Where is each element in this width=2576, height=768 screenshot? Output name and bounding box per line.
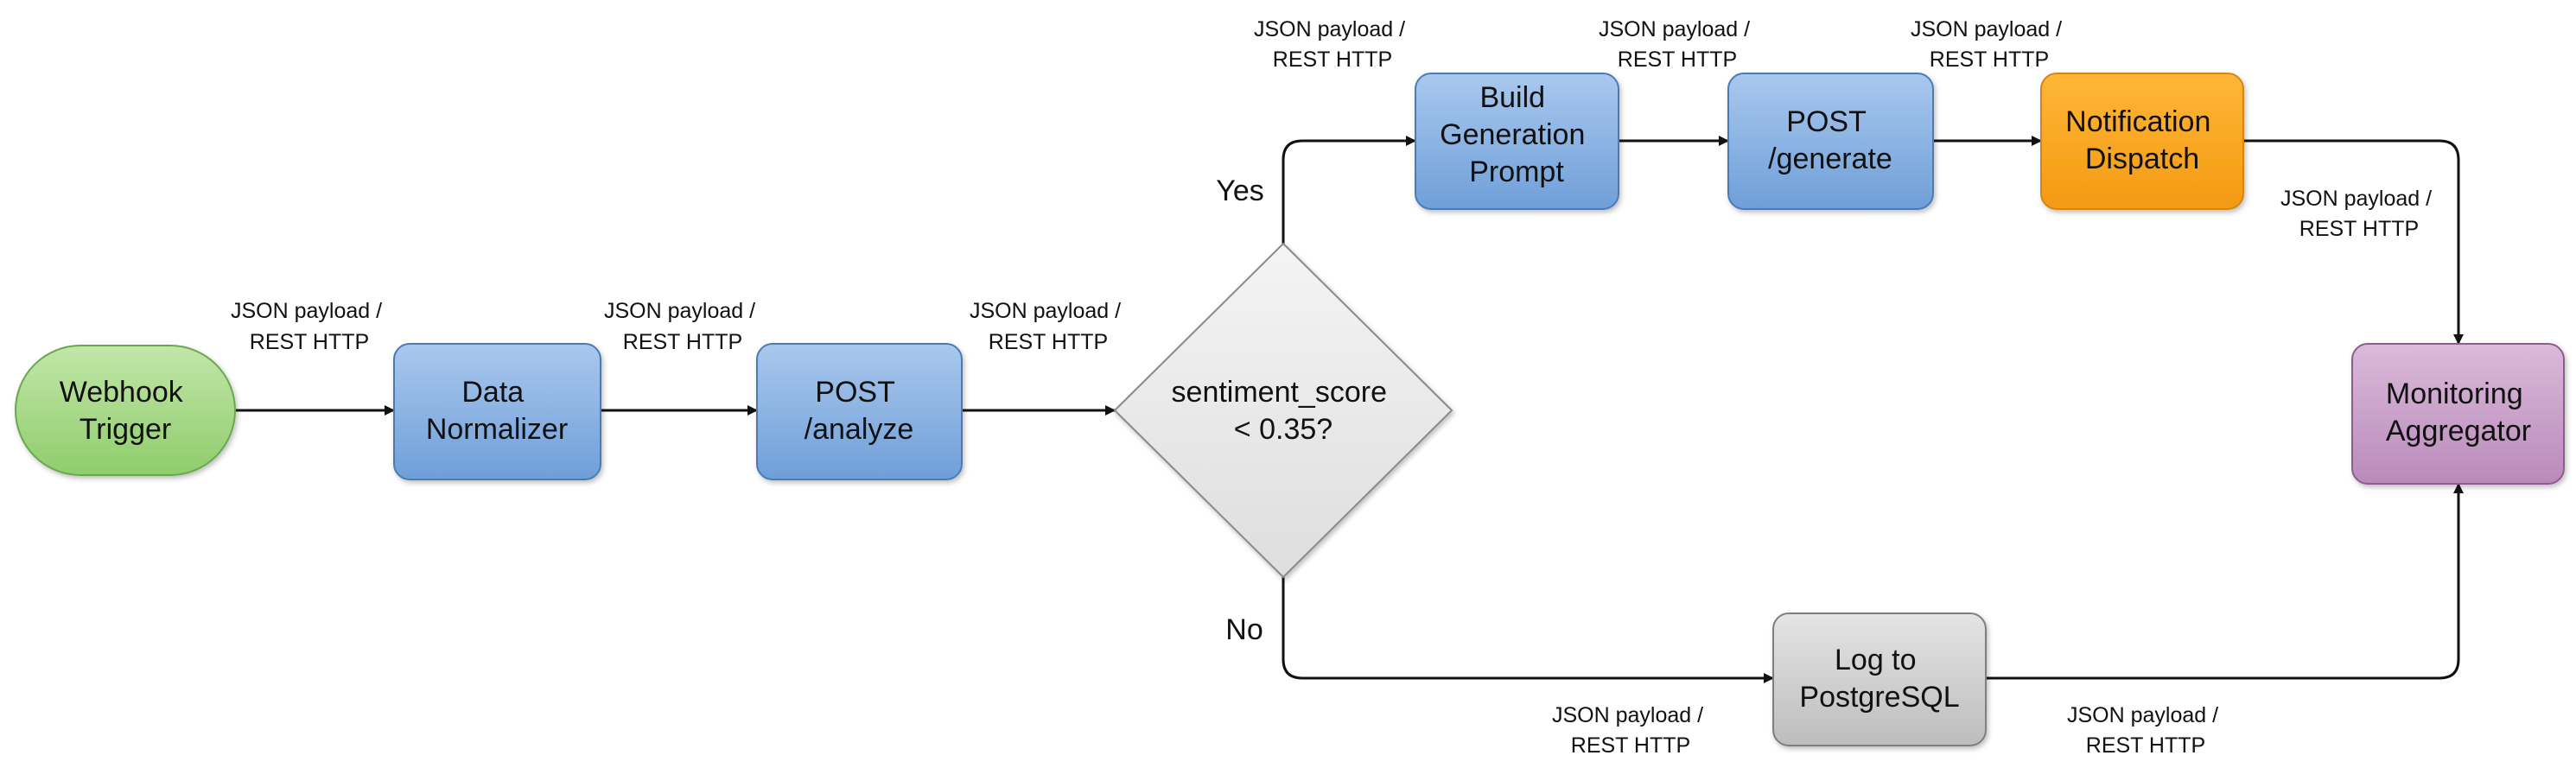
edge-label-build-to-generate: JSON payload / REST HTTP [1599,17,1756,72]
edge-label-generate-to-notify: JSON payload / REST HTTP [1911,17,2068,72]
node-decision-label: sentiment_score < 0.35? [1172,376,1396,446]
node-monitoring-label: Monitoring Aggregator [2386,378,2531,447]
edges [235,136,2464,683]
node-notification-dispatch: Notification Dispatch [2040,73,2244,210]
edge-label-webhook-to-normalizer: JSON payload / REST HTTP [231,299,388,354]
branch-label-yes: Yes [1216,175,1263,207]
node-build-prompt-label: Build Generation Prompt [1440,81,1593,188]
edge-label-analyze-to-decision: JSON payload / REST HTTP [970,299,1127,354]
node-data-normalizer: Data Normalizer [393,343,601,480]
node-post-generate: POST /generate [1727,73,1934,210]
edge-label-notify-to-monitor: JSON payload / REST HTTP [2280,187,2438,241]
edge-label-yes-to-build: JSON payload / REST HTTP [1254,17,1411,72]
node-build-generation-prompt: Build Generation Prompt [1415,73,1619,210]
node-post-analyze-label: POST /analyze [805,376,914,446]
node-data-normalizer-label: Data Normalizer [426,376,568,446]
edge-label-no-to-log: JSON payload / REST HTTP [1552,703,1709,758]
node-decision-sentiment: sentiment_score < 0.35? [1113,242,1453,579]
edge-decision-yes-to-build [1282,136,1416,244]
node-log-postgresql: Log to PostgreSQL [1772,612,1987,746]
edge-label-normalizer-to-analyze: JSON payload / REST HTTP [604,299,761,354]
node-post-generate-label: POST /generate [1768,105,1892,175]
branch-label-no: No [1225,613,1263,646]
node-post-analyze: POST /analyze [756,343,963,480]
node-monitoring-aggregator: Monitoring Aggregator [2351,343,2565,485]
edge-notify-to-monitor [2243,139,2464,345]
node-webhook-trigger: Webhook Trigger [15,345,236,476]
node-log-label: Log to PostgreSQL [1799,644,1959,714]
node-notification-label: Notification Dispatch [2065,105,2219,175]
edge-decision-no-to-log [1282,577,1774,683]
edge-labels: JSON payload / REST HTTP JSON payload / … [231,17,2438,758]
edge-label-log-to-monitor: JSON payload / REST HTTP [2067,703,2224,758]
edge-log-to-monitor [1986,483,2464,680]
node-webhook-trigger-label: Webhook Trigger [60,376,191,446]
